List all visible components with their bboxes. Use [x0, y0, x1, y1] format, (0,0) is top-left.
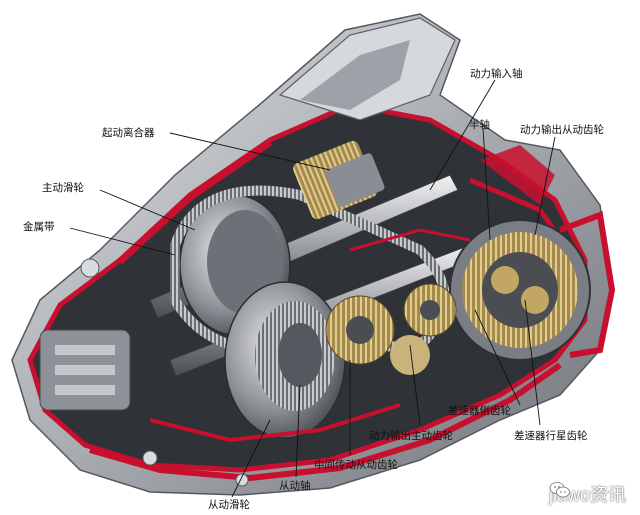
label-differential-side-gear: 差速器侧齿轮 [448, 405, 511, 417]
label-intermediate-driven-gear: 中间传动从动齿轮 [314, 459, 398, 471]
label-half-shaft: 半轴 [469, 119, 490, 131]
label-driven-shaft: 从动轴 [279, 480, 311, 492]
watermark: jiawo资讯 [549, 481, 626, 507]
label-power-output-drive-gear: 动力输出主动齿轮 [369, 430, 453, 442]
label-power-input-shaft: 动力输入轴 [470, 68, 523, 80]
label-drive-pulley: 主动滑轮 [42, 182, 84, 194]
label-differential-planet-gear: 差速器行星齿轮 [514, 430, 588, 442]
chat-bubbles-icon [549, 482, 570, 498]
label-metal-belt: 金属带 [23, 221, 55, 233]
label-driven-pulley: 从动滑轮 [208, 499, 250, 511]
label-start-clutch: 起动离合器 [102, 127, 155, 139]
label-power-output-driven-gear: 动力输出从动齿轮 [520, 124, 604, 136]
